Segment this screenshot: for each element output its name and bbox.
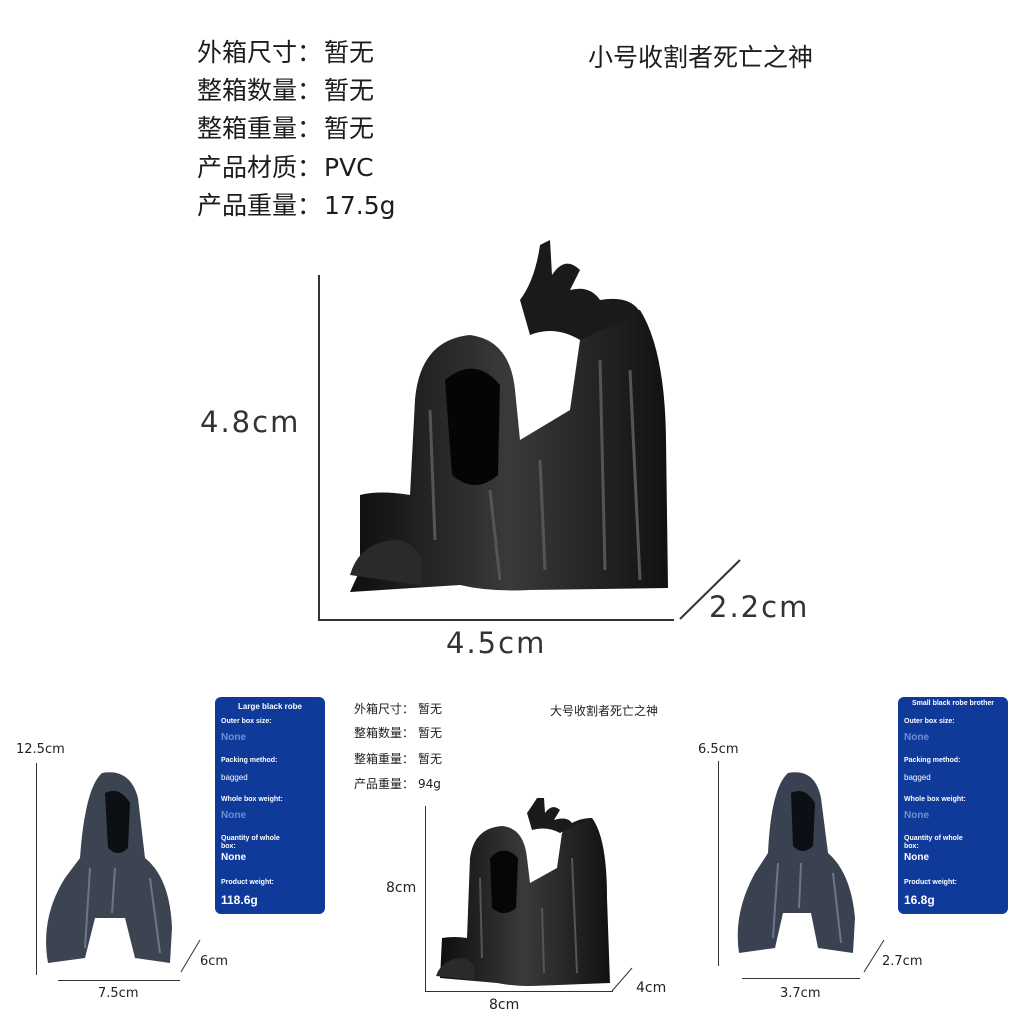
middle-depth-label: 4cm	[636, 980, 667, 996]
spec-row: 整箱重量：暂无	[197, 114, 374, 144]
left-depth-label: 6cm	[200, 954, 229, 969]
small-robe-figure-image	[737, 772, 855, 953]
spec-label: 整箱重量：	[354, 752, 415, 766]
quantity-value: None	[221, 852, 246, 863]
product-title: 小号收割者死亡之神	[588, 43, 814, 72]
quantity-label: Quantity of whole box:	[904, 835, 963, 850]
left-height-label: 12.5cm	[16, 742, 65, 757]
spec-value: 暂无	[418, 726, 443, 740]
spec-label: 整箱重量：	[197, 114, 323, 143]
packing-value: bagged	[221, 773, 248, 782]
product-weight-label: Product weight:	[904, 879, 957, 886]
spec-label: 产品重量：	[354, 777, 415, 791]
right-height-guide	[718, 761, 719, 966]
product-weight-label: Product weight:	[221, 879, 274, 886]
outer-box-value: None	[904, 732, 929, 743]
outer-box-value: None	[221, 732, 246, 743]
middle-width-guide	[425, 991, 613, 992]
spec-value: 暂无	[324, 38, 375, 67]
spec-row: 产品重量：17.5g	[197, 191, 396, 221]
packing-label: Packing method:	[904, 757, 961, 764]
spec-row: 外箱尺寸：暂无	[354, 702, 442, 716]
packing-label: Packing method:	[221, 757, 278, 764]
card-title: Large black robe	[237, 702, 303, 711]
large-robe-info-card: Large black robe Outer box size: None Pa…	[215, 697, 325, 914]
spec-value: PVC	[324, 153, 374, 182]
height-label: 4.8cm	[200, 405, 301, 439]
spec-row: 产品材质：PVC	[197, 153, 374, 183]
spec-row: 产品重量：94g	[354, 777, 441, 791]
small-robe-info-card: Small black robe brother Outer box size:…	[898, 697, 1008, 914]
spec-label: 产品重量：	[197, 191, 323, 220]
outer-box-label: Outer box size:	[221, 718, 272, 725]
spec-value: 暂无	[418, 702, 443, 716]
height-guide-line	[318, 275, 320, 620]
reaper-figure-image	[350, 240, 668, 592]
middle-height-guide	[425, 806, 426, 992]
right-width-guide	[742, 978, 860, 979]
right-depth-label: 2.7cm	[882, 954, 923, 969]
spec-label: 外箱尺寸：	[197, 38, 323, 67]
spec-label: 外箱尺寸：	[354, 702, 415, 716]
width-label: 4.5cm	[446, 626, 547, 660]
spec-label: 整箱数量：	[197, 76, 323, 105]
spec-row: 整箱重量：暂无	[354, 752, 442, 766]
middle-height-label: 8cm	[386, 880, 417, 896]
whole-weight-label: Whole box weight:	[221, 796, 283, 803]
whole-weight-label: Whole box weight:	[904, 796, 966, 803]
spec-label: 整箱数量：	[354, 726, 415, 740]
depth-label: 2.2cm	[709, 590, 810, 624]
spec-value: 94g	[418, 777, 441, 791]
right-width-label: 3.7cm	[780, 986, 821, 1001]
quantity-label: Quantity of whole box:	[221, 835, 280, 850]
middle-width-label: 8cm	[489, 997, 520, 1013]
right-height-label: 6.5cm	[698, 742, 739, 757]
middle-product-title: 大号收割者死亡之神	[550, 704, 659, 718]
left-height-guide	[36, 763, 37, 975]
whole-weight-value: None	[904, 810, 929, 821]
spec-value: 暂无	[418, 752, 443, 766]
spec-row: 整箱数量：暂无	[354, 726, 442, 740]
product-weight-value: 118.6g	[221, 893, 258, 907]
spec-label: 产品材质：	[197, 153, 323, 182]
left-width-guide	[58, 980, 180, 981]
spec-row: 整箱数量：暂无	[197, 76, 374, 106]
spec-value: 暂无	[324, 114, 375, 143]
outer-box-label: Outer box size:	[904, 718, 955, 725]
left-width-label: 7.5cm	[98, 986, 139, 1001]
quantity-value: None	[904, 852, 929, 863]
spec-row: 外箱尺寸：暂无	[197, 38, 374, 68]
spec-value: 17.5g	[324, 191, 396, 220]
width-guide-line	[318, 619, 674, 621]
whole-weight-value: None	[221, 810, 246, 821]
large-robe-figure-image	[46, 772, 172, 963]
spec-value: 暂无	[324, 76, 375, 105]
packing-value: bagged	[904, 773, 931, 782]
large-reaper-figure-image	[436, 798, 610, 986]
card-title: Small black robe brother	[911, 700, 995, 707]
product-weight-value: 16.8g	[904, 893, 935, 907]
